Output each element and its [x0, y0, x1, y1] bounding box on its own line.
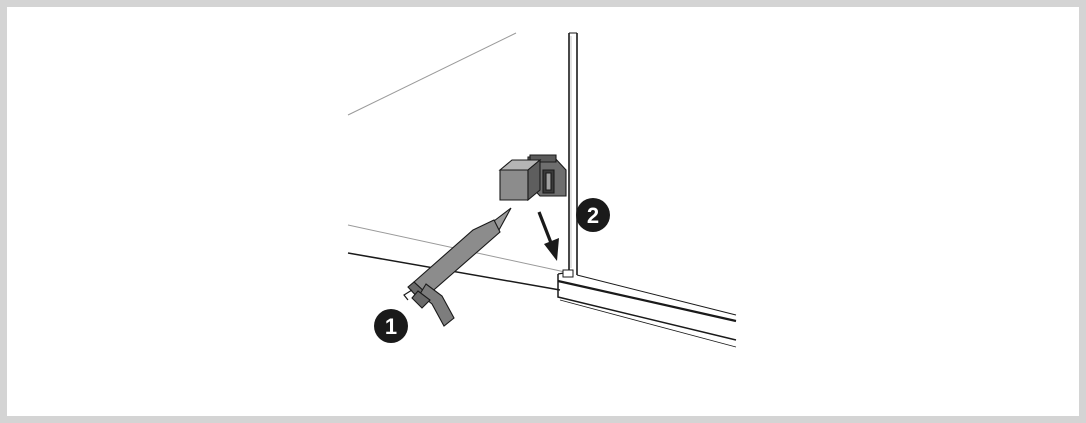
wall-top-edge — [347, 32, 517, 116]
step-number-2: 2 — [587, 203, 599, 228]
illustration-frame: 1 2 — [7, 7, 1079, 416]
step-badge-2: 2 — [576, 198, 610, 232]
step-number-1: 1 — [385, 314, 397, 339]
step-badge-1: 1 — [374, 309, 408, 343]
clip-part — [498, 154, 567, 202]
caulking-gun — [403, 207, 512, 327]
glass-panel — [568, 32, 578, 275]
installation-diagram: 1 2 — [347, 32, 737, 348]
base-profile — [557, 269, 737, 348]
placement-arrow — [537, 211, 559, 261]
